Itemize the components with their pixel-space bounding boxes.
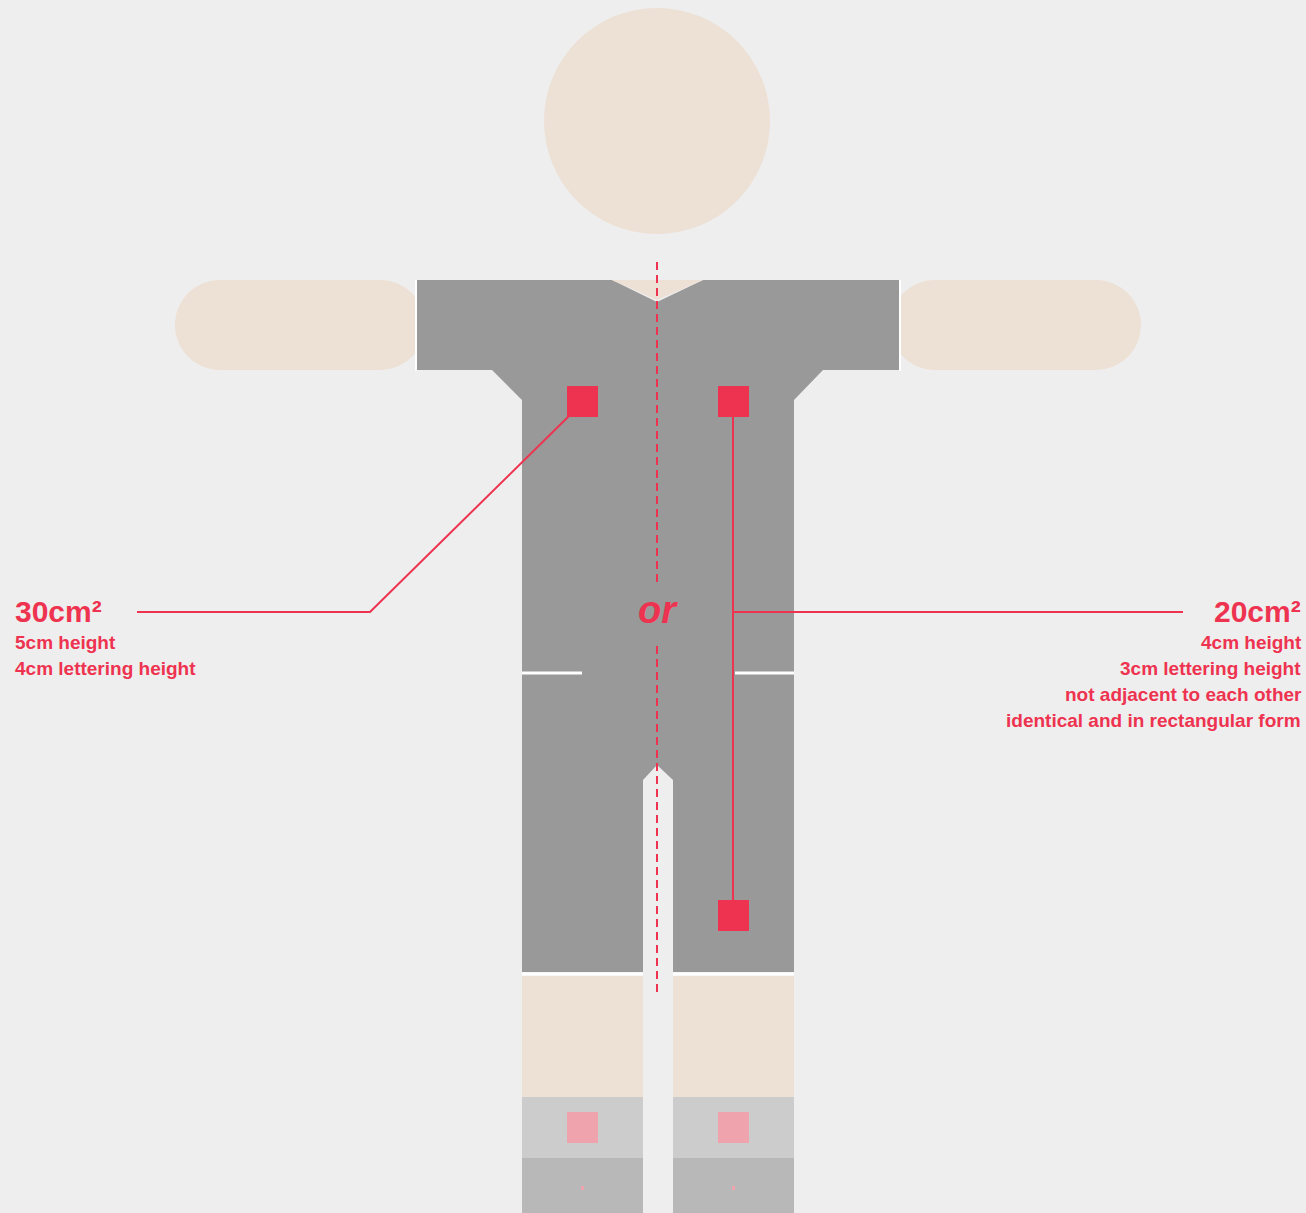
seam: [522, 672, 582, 675]
hem: [522, 973, 643, 976]
sleeve-edge: [415, 280, 417, 371]
hem: [673, 973, 794, 976]
shoe-mark: [581, 1186, 584, 1190]
sock: [673, 1097, 794, 1158]
logo-area: [567, 386, 598, 417]
center-line: [656, 262, 658, 582]
center-line: [656, 646, 658, 995]
right-arm: [890, 280, 1141, 370]
size-note: 3cm lettering height: [1120, 659, 1301, 678]
head: [544, 8, 770, 234]
area-value: 30cm²: [15, 597, 102, 627]
leader-line: [137, 414, 571, 612]
area-value: 20cm²: [1214, 597, 1301, 627]
sock: [522, 1097, 643, 1158]
sock-logo: [567, 1112, 598, 1143]
leader-line: [732, 417, 734, 900]
or-word: or: [638, 591, 676, 629]
shoe: [673, 1158, 794, 1213]
logo-area: [718, 386, 749, 417]
size-note: 4cm height: [1201, 633, 1301, 652]
shoe-mark: [732, 1186, 735, 1190]
size-note: 5cm height: [15, 633, 115, 652]
leg: [673, 976, 794, 1097]
size-note: not adjacent to each other: [1065, 685, 1301, 704]
seam: [735, 672, 794, 675]
left-arm: [175, 280, 425, 370]
leg: [522, 976, 643, 1097]
sock-logo: [718, 1112, 749, 1143]
size-note: identical and in rectangular form: [1006, 711, 1301, 730]
sleeve-edge: [899, 280, 901, 371]
leader-line: [733, 611, 1183, 613]
logo-area: [718, 900, 749, 931]
suit: [417, 280, 900, 972]
size-note: 4cm lettering height: [15, 659, 196, 678]
shoe: [522, 1158, 643, 1213]
